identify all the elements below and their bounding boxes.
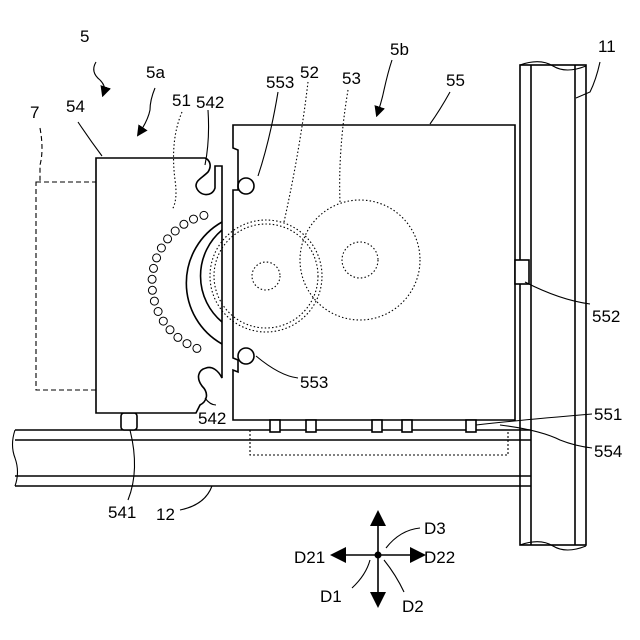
gear-tooth [183,340,191,348]
label-553-top: 553 [266,73,294,92]
gear-tooth [153,254,161,262]
gear-tooth [148,286,156,294]
gear-tooth [190,215,198,223]
label-d22: D22 [424,548,455,567]
label-d21: D21 [294,548,325,567]
gear-tooth [174,333,182,341]
label-11: 11 [598,37,616,56]
label-5b: 5b [390,40,409,59]
label-54: 54 [66,97,85,116]
housing-54 [96,158,222,413]
label-552: 552 [592,307,620,326]
gear-tooth [150,297,158,305]
gear-tooth [193,344,201,352]
label-d3: D3 [424,519,446,538]
label-554: 554 [594,442,622,461]
unit-7-outline [36,182,98,390]
label-551: 551 [594,405,622,424]
label-d2: D2 [402,597,424,616]
gear-tooth [150,264,158,272]
gear-tooth [157,244,165,252]
lower-dashed-rect [250,430,508,455]
direction-compass [338,518,420,600]
label-53: 53 [342,69,361,88]
label-5: 5 [80,27,89,46]
gear-tooth [154,308,162,316]
label-553-bottom: 553 [300,373,328,392]
label-51: 51 [172,91,191,110]
label-d1: D1 [320,587,342,606]
gear-tooth [159,317,167,325]
gear-tooth [200,211,208,219]
gear-tooth [148,275,156,283]
foot-541 [121,413,137,430]
label-7: 7 [30,103,39,122]
gear-tooth [171,227,179,235]
label-542-bottom: 542 [198,409,226,428]
label-542-top: 542 [196,93,224,112]
unit-55 [233,125,515,420]
horizontal-rail [13,430,532,486]
gear-tooth [164,235,172,243]
label-52: 52 [300,63,319,82]
gear-tooth [166,326,174,334]
label-5a: 5a [146,63,165,82]
pin-552 [515,260,529,284]
gear-tooth [180,220,188,228]
label-12: 12 [156,505,175,524]
label-55: 55 [446,71,465,90]
label-541: 541 [108,503,136,522]
